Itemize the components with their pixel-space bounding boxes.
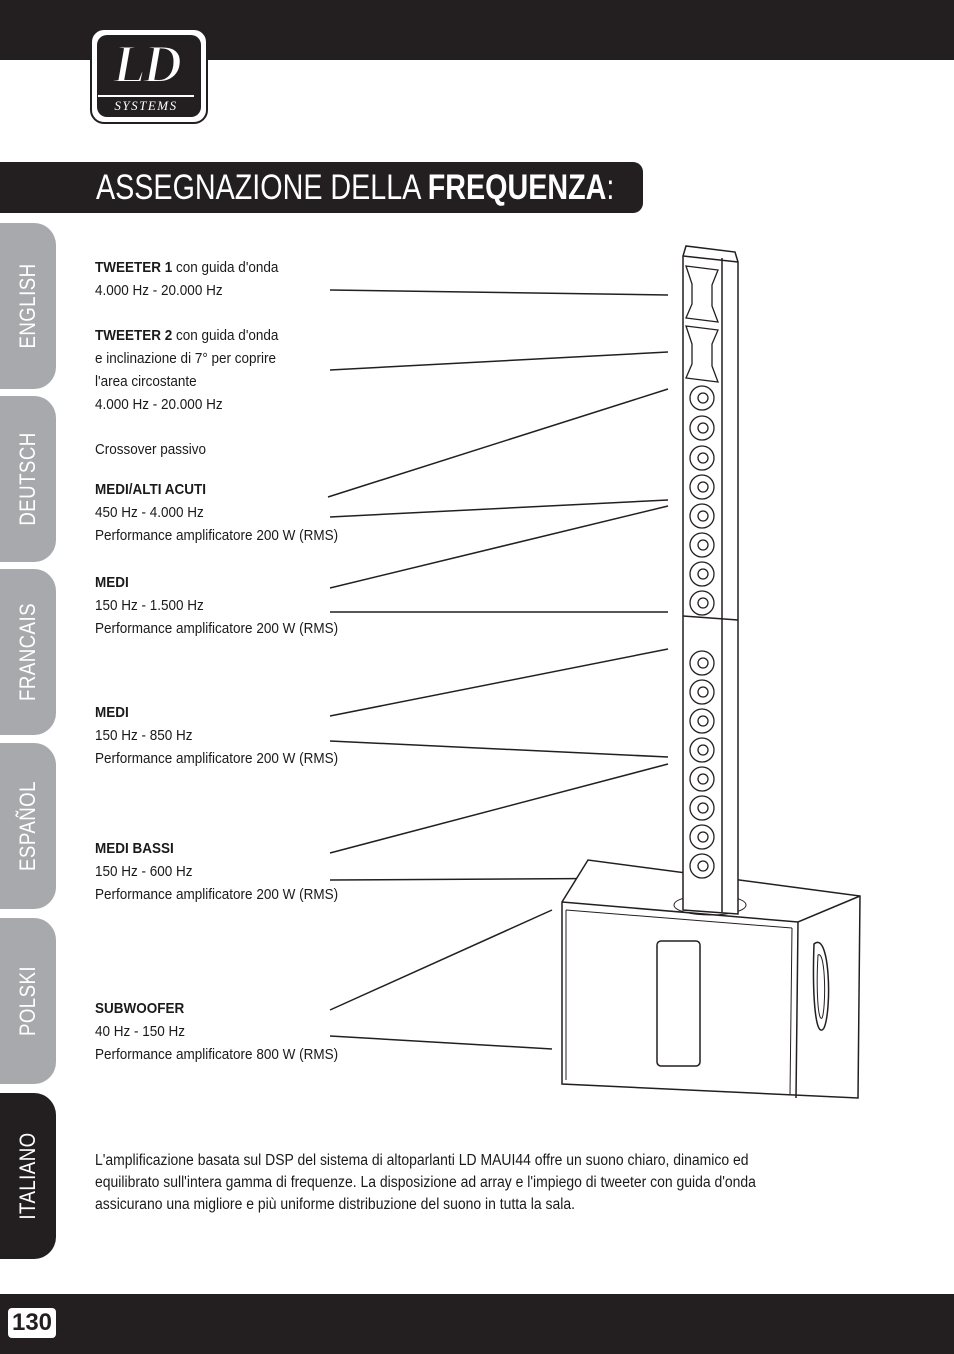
spec-title-line: TWEETER 1 con guida d'onda: [95, 256, 278, 279]
driver-cone-center: [697, 686, 709, 698]
spec-heading: MEDI BASSI: [95, 840, 174, 857]
description-paragraph: L'amplificazione basata sul DSP del sist…: [95, 1152, 756, 1213]
driver-cones: [689, 385, 715, 879]
spec-power: Performance amplificatore 800 W (RMS): [95, 1046, 339, 1063]
title-light: ASSEGNAZIONE DELLA: [96, 168, 428, 207]
driver-cone-center: [697, 597, 709, 609]
spec-tweeter1: TWEETER 1 con guida d'onda 4.000 Hz - 20…: [95, 256, 278, 302]
driver-cone-center: [697, 802, 709, 814]
spec-crossover: Crossover passivo: [95, 438, 206, 461]
spec-power: Performance amplificatore 200 W (RMS): [95, 886, 339, 903]
driver-cone-center: [697, 715, 709, 727]
spec-heading: MEDI: [95, 704, 129, 721]
footer-bar: [0, 1294, 954, 1354]
driver-cone-center: [697, 568, 709, 580]
tab-english[interactable]: ENGLISH: [0, 223, 56, 389]
spec-medi-2: MEDI 150 Hz - 850 Hz Performance amplifi…: [95, 701, 338, 770]
driver-cone-center: [697, 657, 709, 669]
spec-power: Performance amplificatore 200 W (RMS): [95, 620, 339, 637]
spec-medi-bassi: MEDI BASSI 150 Hz - 600 Hz Performance a…: [95, 837, 338, 906]
title-bar: [0, 162, 643, 213]
tab-polski[interactable]: POLSKI: [0, 918, 56, 1084]
page-title: ASSEGNAZIONE DELLA FREQUENZA:: [96, 167, 614, 209]
driver-cone-center: [697, 422, 709, 434]
tab-espanol[interactable]: ESPAÑOL: [0, 743, 56, 909]
title-bold: FREQUENZA: [427, 168, 607, 207]
driver-cone-center: [697, 481, 709, 493]
tab-deutsch[interactable]: DEUTSCH: [0, 396, 56, 562]
spec-range: 40 Hz - 150 Hz: [95, 1023, 186, 1040]
logo-background: [97, 35, 201, 117]
spec-text: l'area circostante: [95, 373, 197, 390]
driver-cone-center: [697, 510, 709, 522]
spec-medi-1: MEDI 150 Hz - 1.500 Hz Performance ampli…: [95, 571, 338, 640]
subwoofer-cabinet: [561, 859, 861, 1099]
driver-cone-center: [697, 773, 709, 785]
page-number: 130: [8, 1308, 56, 1338]
tab-italiano[interactable]: ITALIANO: [0, 1093, 56, 1259]
driver-cone-center: [697, 860, 709, 872]
logo-subtitle: SYSTEMS: [98, 95, 194, 114]
spec-range: 4.000 Hz - 20.000 Hz: [95, 396, 223, 413]
title-colon: :: [606, 168, 615, 207]
spec-power: Performance amplificatore 200 W (RMS): [95, 750, 339, 767]
spec-title-line: TWEETER 2 con guida d'onda: [95, 324, 278, 347]
spec-text: e inclinazione di 7° per coprire: [95, 350, 276, 367]
spec-range: 450 Hz - 4.000 Hz: [95, 504, 204, 521]
spec-range: 4.000 Hz - 20.000 Hz: [95, 282, 223, 299]
spec-range: 150 Hz - 1.500 Hz: [95, 597, 204, 614]
spec-heading: TWEETER 1: [95, 259, 173, 276]
tab-francais[interactable]: FRANCAIS: [0, 569, 56, 735]
spec-heading-suffix: con guida d'onda: [172, 327, 279, 344]
leader-lines: [327, 289, 669, 1050]
spec-medi-alti: MEDI/ALTI ACUTI 450 Hz - 4.000 Hz Perfor…: [95, 478, 338, 547]
spec-heading: TWEETER 2: [95, 327, 173, 344]
waveguides: [685, 265, 719, 383]
spec-heading: SUBWOOFER: [95, 1000, 185, 1017]
spec-heading-suffix: con guida d'onda: [172, 259, 279, 276]
spec-text: Crossover passivo: [95, 441, 207, 458]
driver-cone-center: [697, 744, 709, 756]
spec-tweeter2: TWEETER 2 con guida d'onda e inclinazion…: [95, 324, 278, 416]
spec-power: Performance amplificatore 200 W (RMS): [95, 527, 339, 544]
driver-cone-center: [697, 392, 709, 404]
logo-wordmark: LD: [112, 34, 183, 94]
spec-heading: MEDI/ALTI ACUTI: [95, 481, 206, 498]
spec-heading: MEDI: [95, 574, 129, 591]
driver-cone-center: [697, 452, 709, 464]
spec-subwoofer: SUBWOOFER 40 Hz - 150 Hz Performance amp…: [95, 997, 338, 1066]
driver-cone-center: [697, 831, 709, 843]
spec-range: 150 Hz - 600 Hz: [95, 863, 193, 880]
spec-range: 150 Hz - 850 Hz: [95, 727, 193, 744]
ld-systems-logo: LD SYSTEMS: [90, 28, 208, 124]
driver-cone-center: [697, 539, 709, 551]
